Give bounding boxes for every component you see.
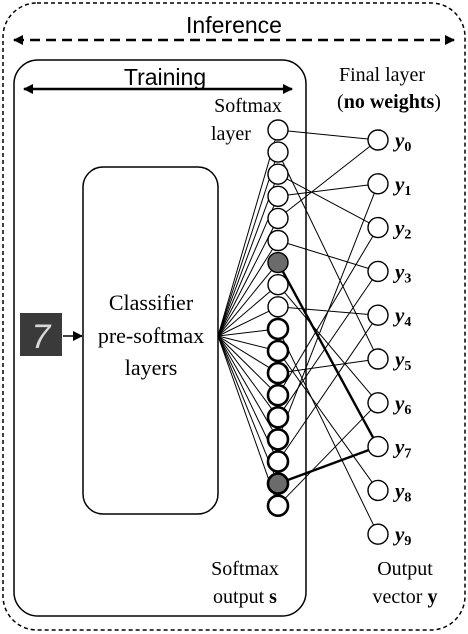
connection-line: [277, 358, 379, 374]
output-node: [367, 129, 389, 151]
connection-line: [277, 129, 379, 141]
softmax-node: [267, 274, 289, 296]
softmax-node: [267, 296, 289, 318]
softmax-node: [267, 229, 289, 252]
connection-line: [277, 183, 379, 440]
output-node: [367, 479, 389, 502]
output-node: [367, 216, 389, 239]
connection-line: [277, 445, 379, 485]
fan-line: [217, 262, 279, 337]
output-label: y1: [392, 172, 411, 199]
output-node: [367, 173, 389, 195]
fan-line: [217, 335, 279, 374]
connection-line: [277, 328, 379, 535]
output-label: y8: [392, 478, 411, 505]
classifier-label: Classifier: [109, 290, 194, 315]
fan-line: [217, 129, 279, 337]
softmax-node: [266, 361, 290, 385]
output-node: [367, 304, 389, 326]
softmax-layer-label: Softmax: [214, 95, 282, 117]
output-label: y7: [392, 435, 411, 462]
fan-line: [217, 174, 279, 337]
output-node: [367, 260, 389, 283]
output-label: y9: [392, 522, 411, 549]
output-label: y2: [392, 216, 411, 243]
inference-title-bg: [176, 12, 286, 38]
classifier-box: [82, 166, 219, 515]
softmax-node: [267, 119, 289, 141]
softmax-node: [267, 141, 289, 163]
connection-line: [277, 314, 379, 462]
output-vector-label-line2: vector y: [373, 586, 438, 608]
connection-line: [277, 173, 379, 229]
connection-lines: [276, 129, 380, 535]
softmax-node: [267, 163, 289, 185]
output-node: [367, 435, 389, 458]
classifier-label-line2: pre-softmax: [98, 323, 204, 348]
softmax-layer-label-line2: layer: [211, 123, 251, 145]
inference-title: Inference: [186, 12, 282, 38]
softmax-node: [266, 405, 290, 429]
fan-lines: [217, 129, 279, 506]
output-node: [367, 348, 389, 370]
softmax-node: [266, 339, 290, 363]
softmax-node: [267, 207, 289, 230]
softmax-output-label-line2: output s: [213, 586, 277, 608]
connection-line: [277, 402, 379, 507]
softmax-node: [266, 494, 290, 518]
connection-line: [277, 350, 379, 491]
output-node: [367, 392, 389, 414]
fan-line: [217, 284, 279, 337]
training-title: Training: [124, 64, 206, 90]
final-layer-note: (no weights): [337, 91, 441, 113]
softmax-node: [266, 472, 290, 495]
softmax-node: [266, 428, 290, 451]
connection-line: [276, 262, 380, 448]
output-node: [367, 523, 389, 545]
fan-line: [217, 306, 279, 337]
connection-line: [277, 240, 379, 272]
softmax-nodes: [266, 119, 290, 518]
fan-line: [217, 151, 279, 337]
connection-line: [277, 139, 379, 219]
connection-line: [277, 183, 379, 197]
softmax-node: [266, 317, 290, 341]
fan-line: [217, 240, 279, 337]
fan-line: [217, 335, 279, 418]
output-label: y3: [392, 259, 411, 286]
output-vector-label: Output: [377, 558, 433, 580]
output-label: y4: [392, 303, 411, 330]
fan-line: [217, 335, 279, 506]
input-digit: 7: [32, 318, 52, 356]
output-nodes: y0 y1 y2 y3 y4 y5 y6 y7 y8 y9: [367, 128, 411, 549]
softmax-output-label: Softmax: [211, 558, 279, 580]
softmax-node: [266, 450, 290, 473]
softmax-node: [267, 185, 289, 208]
output-label: y0: [392, 128, 411, 155]
classifier-label-line3: layers: [125, 355, 178, 380]
softmax-node: [266, 383, 290, 407]
connection-line: [277, 271, 379, 418]
training-box: [13, 59, 307, 617]
softmax-node: [267, 251, 289, 274]
output-label: y6: [392, 391, 411, 418]
final-layer-label: Final layer: [339, 64, 425, 86]
input-digit-image: [20, 313, 62, 356]
fan-line: [217, 335, 279, 396]
output-label: y5: [392, 347, 411, 374]
